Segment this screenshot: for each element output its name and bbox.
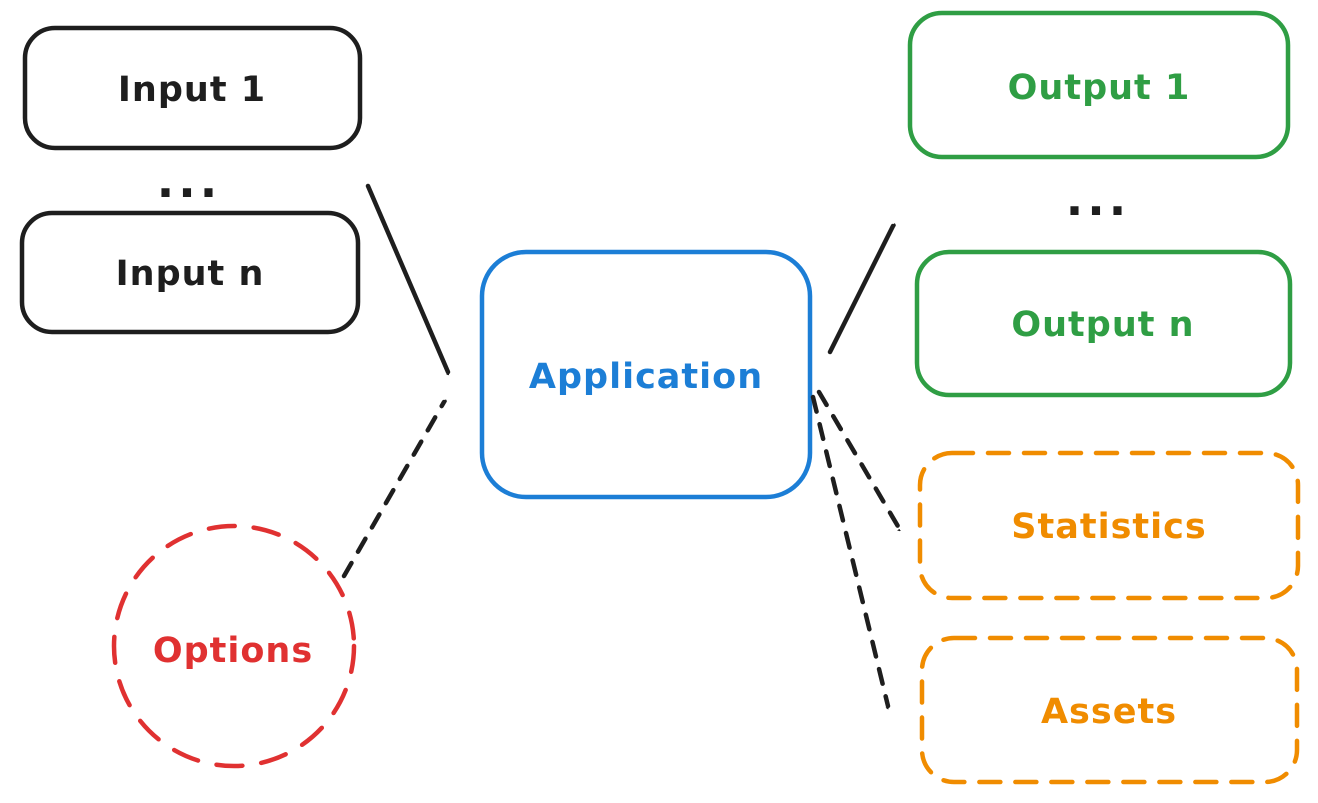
output-n-label: Output n (1011, 305, 1194, 345)
input-n-box (19, 210, 361, 335)
ellipsis-inputs: ... (157, 154, 221, 208)
options-label: Options (153, 631, 313, 671)
node-statistics: Statistics (917, 450, 1301, 601)
node-options: Options (111, 523, 357, 769)
assets-label: Assets (1041, 692, 1177, 732)
output-n-box (914, 249, 1293, 398)
arrow-application-to-assets (810, 394, 888, 706)
ellipsis-outputs: ... (1066, 172, 1130, 226)
arrow-application-to-outputs (827, 226, 893, 355)
node-input-1: Input 1 (22, 25, 363, 151)
assets-box (919, 635, 1300, 785)
arrow-options-to-application (341, 402, 444, 579)
statistics-label: Statistics (1011, 507, 1206, 547)
output-1-label: Output 1 (1008, 68, 1191, 108)
arrow-application-to-statistics (816, 389, 899, 528)
node-output-1: Output 1 (907, 10, 1291, 160)
options-circle (111, 523, 357, 769)
application-label: Application (529, 357, 763, 397)
input-n-label: Input n (116, 254, 265, 294)
statistics-box (917, 450, 1301, 601)
input-1-label: Input 1 (118, 70, 266, 110)
arrow-inputs-to-application (365, 183, 448, 372)
node-input-n: Input n (19, 210, 361, 335)
node-application: Application (479, 249, 813, 500)
node-assets: Assets (919, 635, 1300, 785)
input-1-box (22, 25, 363, 151)
output-1-box (907, 10, 1291, 160)
node-output-n: Output n (914, 249, 1293, 398)
application-box (479, 249, 813, 500)
